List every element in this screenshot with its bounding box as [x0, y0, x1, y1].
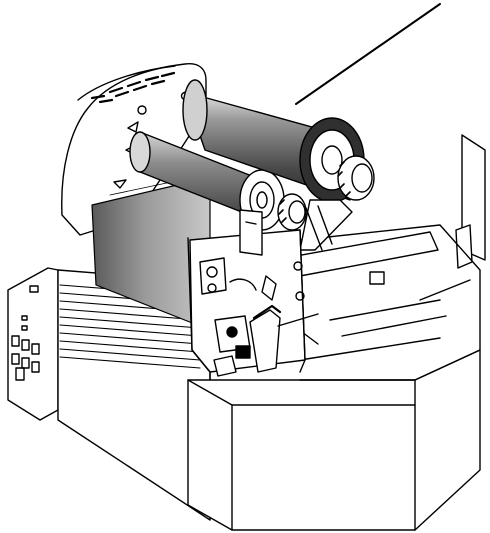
button-1	[11, 335, 20, 347]
printer-body	[7, 224, 481, 531]
control-panel	[11, 285, 40, 381]
ribbon-supply-roll	[182, 79, 365, 203]
button-3	[31, 343, 40, 355]
right-flap	[455, 134, 486, 269]
ribbon-path	[299, 199, 353, 251]
indicator-lamp	[29, 285, 39, 293]
print-mechanism	[189, 209, 319, 377]
leader-line	[295, 3, 441, 105]
head-release-lever	[249, 309, 281, 373]
spool-knob-upper	[337, 155, 375, 201]
paper-guide	[285, 231, 447, 361]
button-2	[21, 339, 30, 351]
take-up-roll	[129, 131, 285, 231]
spool-knob-lower	[277, 193, 307, 231]
